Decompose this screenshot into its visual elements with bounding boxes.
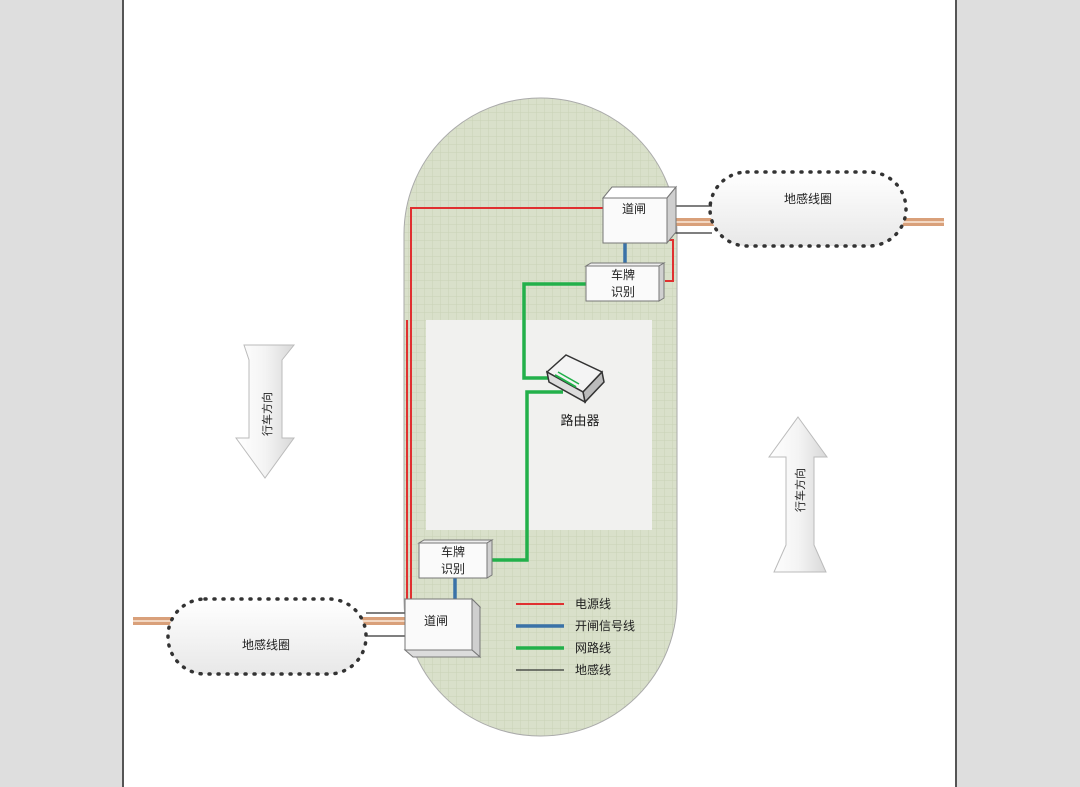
router-icon <box>545 354 605 404</box>
gate-label-bottom: 道闸 <box>424 614 448 628</box>
direction-label-left: 行车方向 <box>260 392 274 436</box>
power-lines <box>406 207 674 600</box>
plate-label-top-line1: 车牌 <box>611 267 635 282</box>
legend-label-network: 网路线 <box>575 640 611 655</box>
router-area <box>426 320 652 530</box>
network-lines <box>490 282 586 562</box>
legend-label-sensor: 地感线 <box>575 662 611 677</box>
gate-label-top: 道闸 <box>622 202 646 216</box>
direction-label-right: 行车方向 <box>793 468 807 512</box>
legend-label-power: 电源线 <box>575 597 611 611</box>
loop-coil-top <box>708 170 908 248</box>
road-side-right <box>956 0 1080 787</box>
plate-label-bottom-line2: 识别 <box>441 562 465 576</box>
plate-box-top <box>584 262 666 302</box>
legend <box>516 603 564 671</box>
plate-box-bottom <box>417 539 494 579</box>
gate-box-bottom <box>403 597 482 659</box>
sensor-lines <box>366 205 712 637</box>
loop-label-bottom: 地感线圈 <box>242 637 290 652</box>
signal-lines <box>453 243 627 599</box>
road-side-left <box>0 0 123 787</box>
router-label: 路由器 <box>560 413 599 429</box>
legend-label-signal: 开闸信号线 <box>575 619 635 633</box>
plate-label-top-line2: 识别 <box>611 285 635 299</box>
loop-label-top: 地感线圈 <box>784 191 832 206</box>
gate-box-top <box>601 185 678 245</box>
loop-coil-bottom <box>166 597 368 676</box>
direction-arrow-down <box>235 344 296 479</box>
direction-arrow-up <box>768 416 828 573</box>
plate-label-bottom-line1: 车牌 <box>441 544 465 559</box>
